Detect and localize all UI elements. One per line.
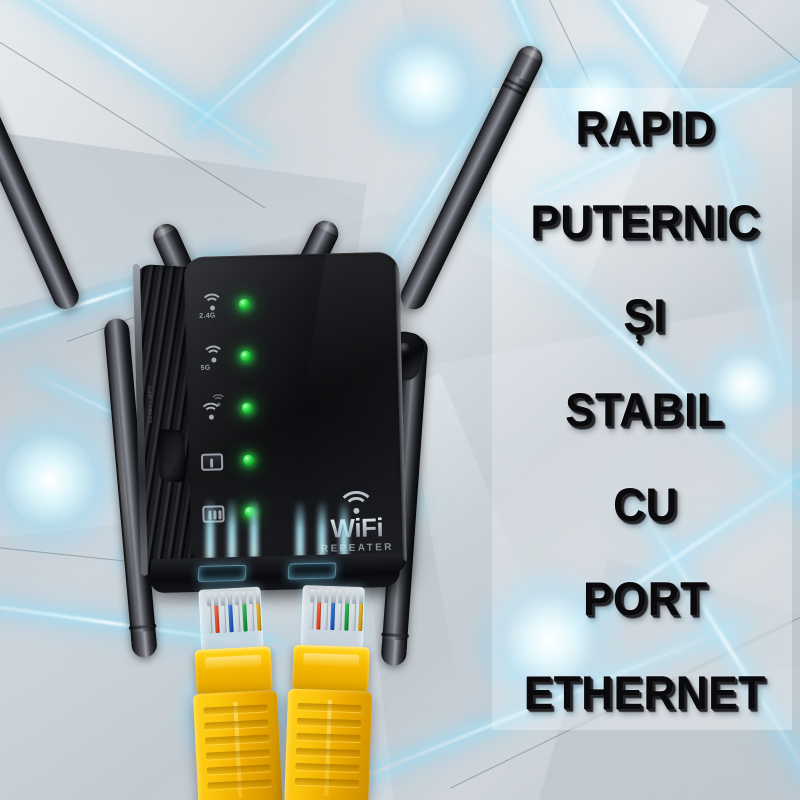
led-label-5g: 5G	[200, 364, 211, 372]
rj45-connector-clear-housing	[300, 585, 365, 650]
device-side-label: RESET / WPS	[147, 385, 155, 424]
device-body: RESET / WPS 2.4G	[135, 251, 410, 589]
rj45-plug-body	[194, 646, 273, 695]
antenna-tip	[380, 638, 408, 667]
led-dot-wan-port	[242, 454, 255, 466]
rj45-plug-body	[292, 644, 370, 692]
led-row-wan-port	[200, 446, 322, 501]
wifi-24g-icon: 2.4G	[197, 292, 228, 323]
headline-text-block: RAPID PUTERNIC ȘI STABIL CU PORT ETHERNE…	[490, 88, 800, 730]
light-flare	[0, 400, 130, 560]
device-side-connector-block	[158, 428, 186, 483]
antenna-tip	[130, 630, 158, 659]
headline-cu: CU	[612, 477, 678, 531]
ethernet-cable-right	[280, 585, 376, 800]
port-light-beam	[250, 498, 258, 562]
wifi-bridge-icon	[199, 393, 230, 427]
led-row-bridge	[199, 393, 320, 449]
port-light-beam	[296, 500, 304, 564]
port-light-beam	[318, 500, 326, 564]
wifi-5g-icon: 5G	[198, 344, 229, 375]
led-row-lan-port	[202, 498, 323, 553]
headline-ethernet: ETHERNET	[524, 665, 766, 719]
rj45-connector-clear-housing	[198, 586, 264, 652]
headline-puternic: PUTERNIC	[530, 195, 760, 249]
wifi-repeater-device: RESET / WPS 2.4G	[0, 0, 520, 800]
cable-strain-relief-boot	[284, 688, 373, 800]
led-dot-24g	[238, 298, 251, 310]
antenna-upper-left	[0, 37, 83, 314]
headline-panel-backdrop	[492, 88, 792, 730]
port-light-beam	[206, 498, 214, 562]
led-dot-bridge	[241, 402, 253, 414]
rj45-wire-pairs	[206, 590, 262, 634]
led-indicator-stack: 2.4G 5G	[197, 290, 324, 553]
light-flare	[350, 10, 500, 160]
led-row-24g: 2.4G	[197, 290, 318, 345]
led-row-5g: 5G	[198, 342, 319, 397]
headline-port: PORT	[582, 571, 708, 625]
port-light-beam	[228, 498, 236, 562]
rj45-wire-pairs	[309, 589, 364, 632]
headline-si: ȘI	[623, 289, 667, 343]
cable-strain-relief-boot	[192, 689, 283, 800]
ethernet-wan-port-icon	[200, 448, 232, 479]
ethernet-port-2	[287, 562, 337, 580]
port-light-beam	[340, 500, 348, 564]
headline-rapid: RAPID	[575, 101, 715, 154]
led-dot-5g	[240, 350, 252, 362]
headline-stabil: STABIL	[565, 383, 725, 437]
ethernet-cable-left	[187, 586, 288, 800]
ethernet-port-1	[197, 564, 247, 583]
led-label-24g: 2.4G	[199, 312, 216, 320]
